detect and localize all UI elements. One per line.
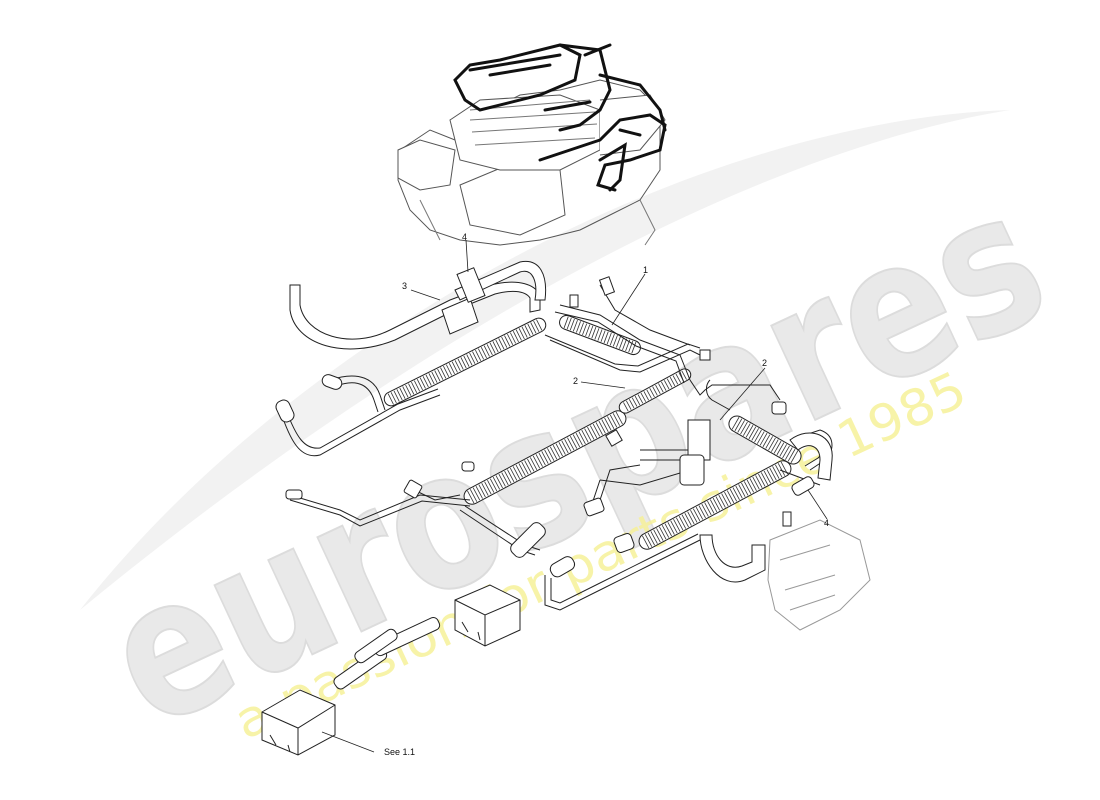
engine-vacuum-lines	[453, 43, 667, 192]
sleeve-center-upper	[618, 368, 692, 414]
sleeve-upper-mid	[559, 314, 641, 356]
vacuum-canister-upper	[454, 584, 521, 647]
see-reference-label: See 1.1	[384, 747, 415, 757]
callout-4-top: 4	[462, 232, 467, 242]
callout-2-left: 2	[573, 376, 578, 386]
vacuum-canister-lower	[261, 689, 336, 756]
engine-block-ghost	[767, 519, 871, 631]
upper-loop-hose	[289, 260, 547, 350]
callout-3: 3	[402, 281, 407, 291]
lower-elbow-hoses	[699, 432, 833, 583]
lower-vacuum-tubes	[333, 617, 441, 690]
callout-2-right: 2	[762, 358, 767, 368]
sleeve-center	[463, 410, 627, 505]
leader-lines	[321, 239, 828, 753]
sleeve-lower-right	[638, 460, 792, 550]
corrugated-sleeves	[383, 314, 802, 550]
callout-4-bottom: 4	[824, 518, 829, 528]
vacuum-canisters	[261, 584, 521, 756]
sleeve-upper-left	[383, 317, 547, 407]
sleeve-right	[728, 415, 802, 465]
callout-1: 1	[643, 265, 648, 275]
callouts: 4 3 1 2 2 4 See 1.1	[384, 232, 829, 757]
engine-assembly	[397, 79, 666, 246]
pipe-fittings	[275, 276, 815, 578]
